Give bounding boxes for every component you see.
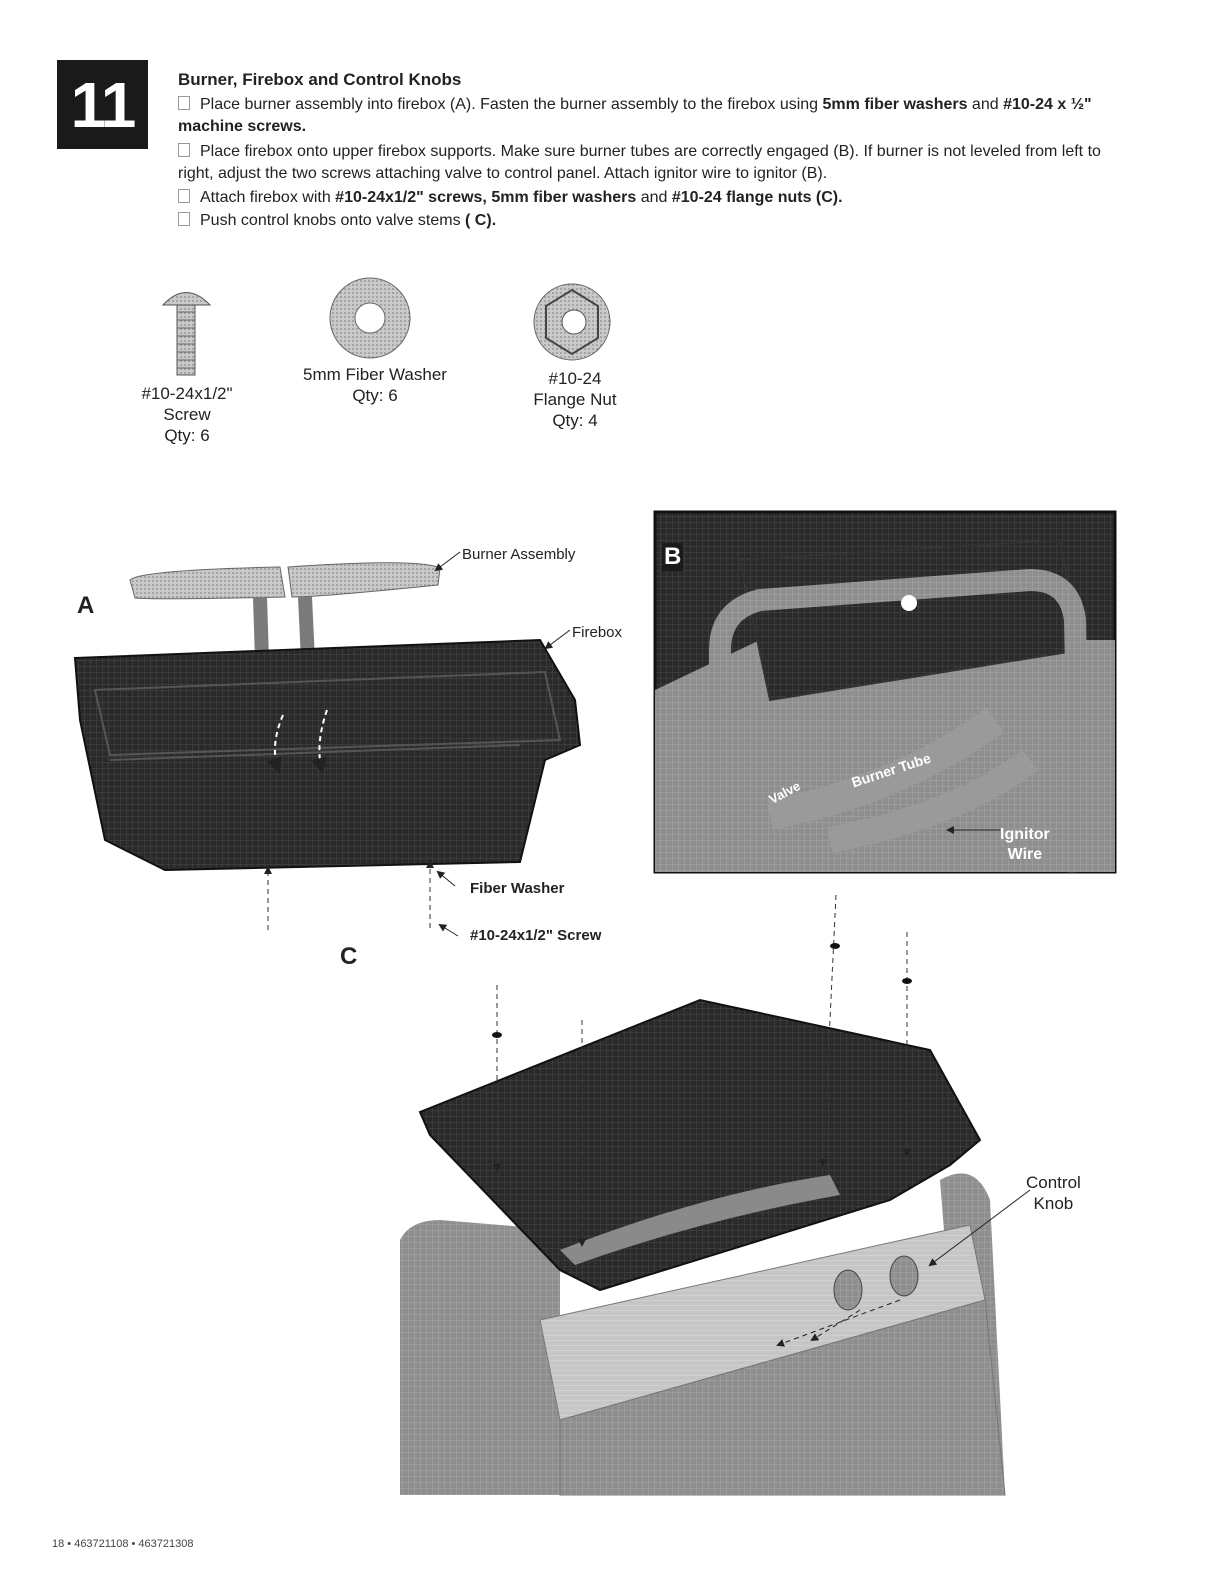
- checkbox-icon: [178, 96, 190, 110]
- page-footer: 18 • 463721108 • 463721308: [52, 1538, 194, 1550]
- figure-a-label: A: [77, 592, 95, 619]
- instruction-text: #10-24 x ½" machine screws.: [178, 96, 1092, 135]
- washer-label: 5mm Fiber Washer Qty: 6: [303, 365, 447, 405]
- step-title: Burner, Firebox and Control Knobs: [178, 70, 462, 89]
- instruction-text: Attach firebox with: [200, 189, 336, 206]
- instruction-text: Place firebox onto upper firebox support…: [178, 143, 1101, 182]
- photo-b: [653, 510, 1117, 874]
- figure-b-label: B: [662, 543, 684, 571]
- firebox-drawing-a: [73, 638, 582, 872]
- flange-nut-icon: [533, 283, 611, 361]
- callout-firebox: Firebox: [572, 624, 623, 641]
- checkbox-icon: [178, 189, 190, 203]
- checkbox-icon: [178, 143, 190, 157]
- instruction-text: and: [967, 96, 1004, 113]
- instruction-text: #10-24x1/2" screws, 5mm fiber washers: [335, 189, 637, 206]
- step-number-badge: 11: [57, 60, 148, 149]
- callout-ignitor-wire: Ignitor Wire: [1000, 826, 1050, 863]
- instruction-2: Place firebox onto upper firebox support…: [178, 141, 1138, 185]
- instruction-text: ( C).: [465, 212, 497, 229]
- instruction-text: 5mm fiber washers: [822, 96, 968, 113]
- callout-screw: #10-24x1/2" Screw: [470, 927, 602, 944]
- instruction-3: Attach firebox with #10-24x1/2" screws, …: [178, 187, 1138, 209]
- washer-icon: [329, 277, 411, 359]
- instruction-text: Place burner assembly into firebox (A). …: [200, 96, 823, 113]
- callout-control-knob: Control Knob: [1026, 1173, 1081, 1213]
- grill-drawing-c: [400, 998, 1006, 1496]
- instruction-4: Push control knobs onto valve stems ( C)…: [178, 210, 1138, 232]
- callout-fiber-washer: Fiber Washer: [470, 880, 565, 897]
- screw-label: #10-24x1/2" Screw Qty: 6: [141, 384, 233, 445]
- nut-label: #10-24 Flange Nut Qty: 4: [533, 369, 617, 430]
- instruction-1: Place burner assembly into firebox (A). …: [178, 94, 1138, 138]
- instruction-text: and: [636, 189, 672, 206]
- figure-c-label: C: [340, 943, 358, 970]
- callout-burner-assembly: Burner Assembly: [462, 546, 576, 563]
- instruction-text: #10-24 flange nuts (C).: [671, 189, 843, 206]
- instruction-text: Push control knobs onto valve stems: [200, 212, 466, 229]
- screw-icon: [161, 292, 212, 376]
- checkbox-icon: [178, 212, 190, 226]
